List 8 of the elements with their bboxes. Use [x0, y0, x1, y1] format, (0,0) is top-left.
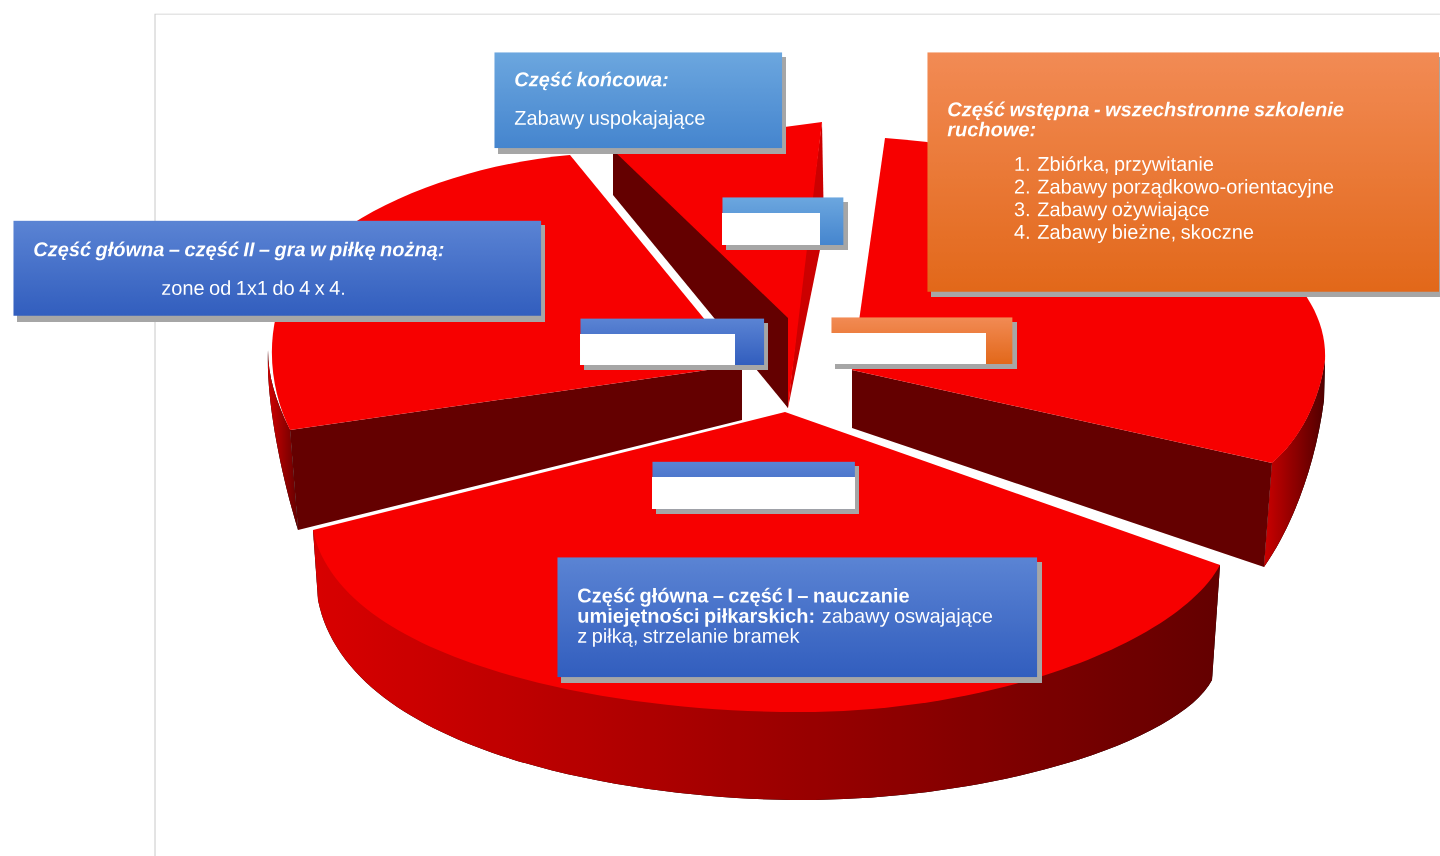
label-box: [652, 461, 859, 514]
callout-box: Część końcowa: Zabawy uspokajające: [494, 52, 786, 154]
label-box: [831, 317, 1017, 369]
callout-box: Część wstępna - wszechstronne szkolenie ruchowe: 1. Zbiórka, przywitanie 2. Zabawy porządkowo-orientacyjne 3. Zabawy ożywiające 4. Zabawy bieżne, skoczne: [927, 52, 1440, 297]
callout-box: Część główna – część I – nauczanie umiejętności piłkarskich: zabawy oswajające z piłką, strzelanie bramek: [557, 557, 1042, 683]
callout-box: Część główna – część II – gra w piłkę nożną: zone od 1x1 do 4 x 4.: [13, 220, 545, 322]
label-box: [722, 197, 848, 250]
label-box: [580, 318, 768, 370]
